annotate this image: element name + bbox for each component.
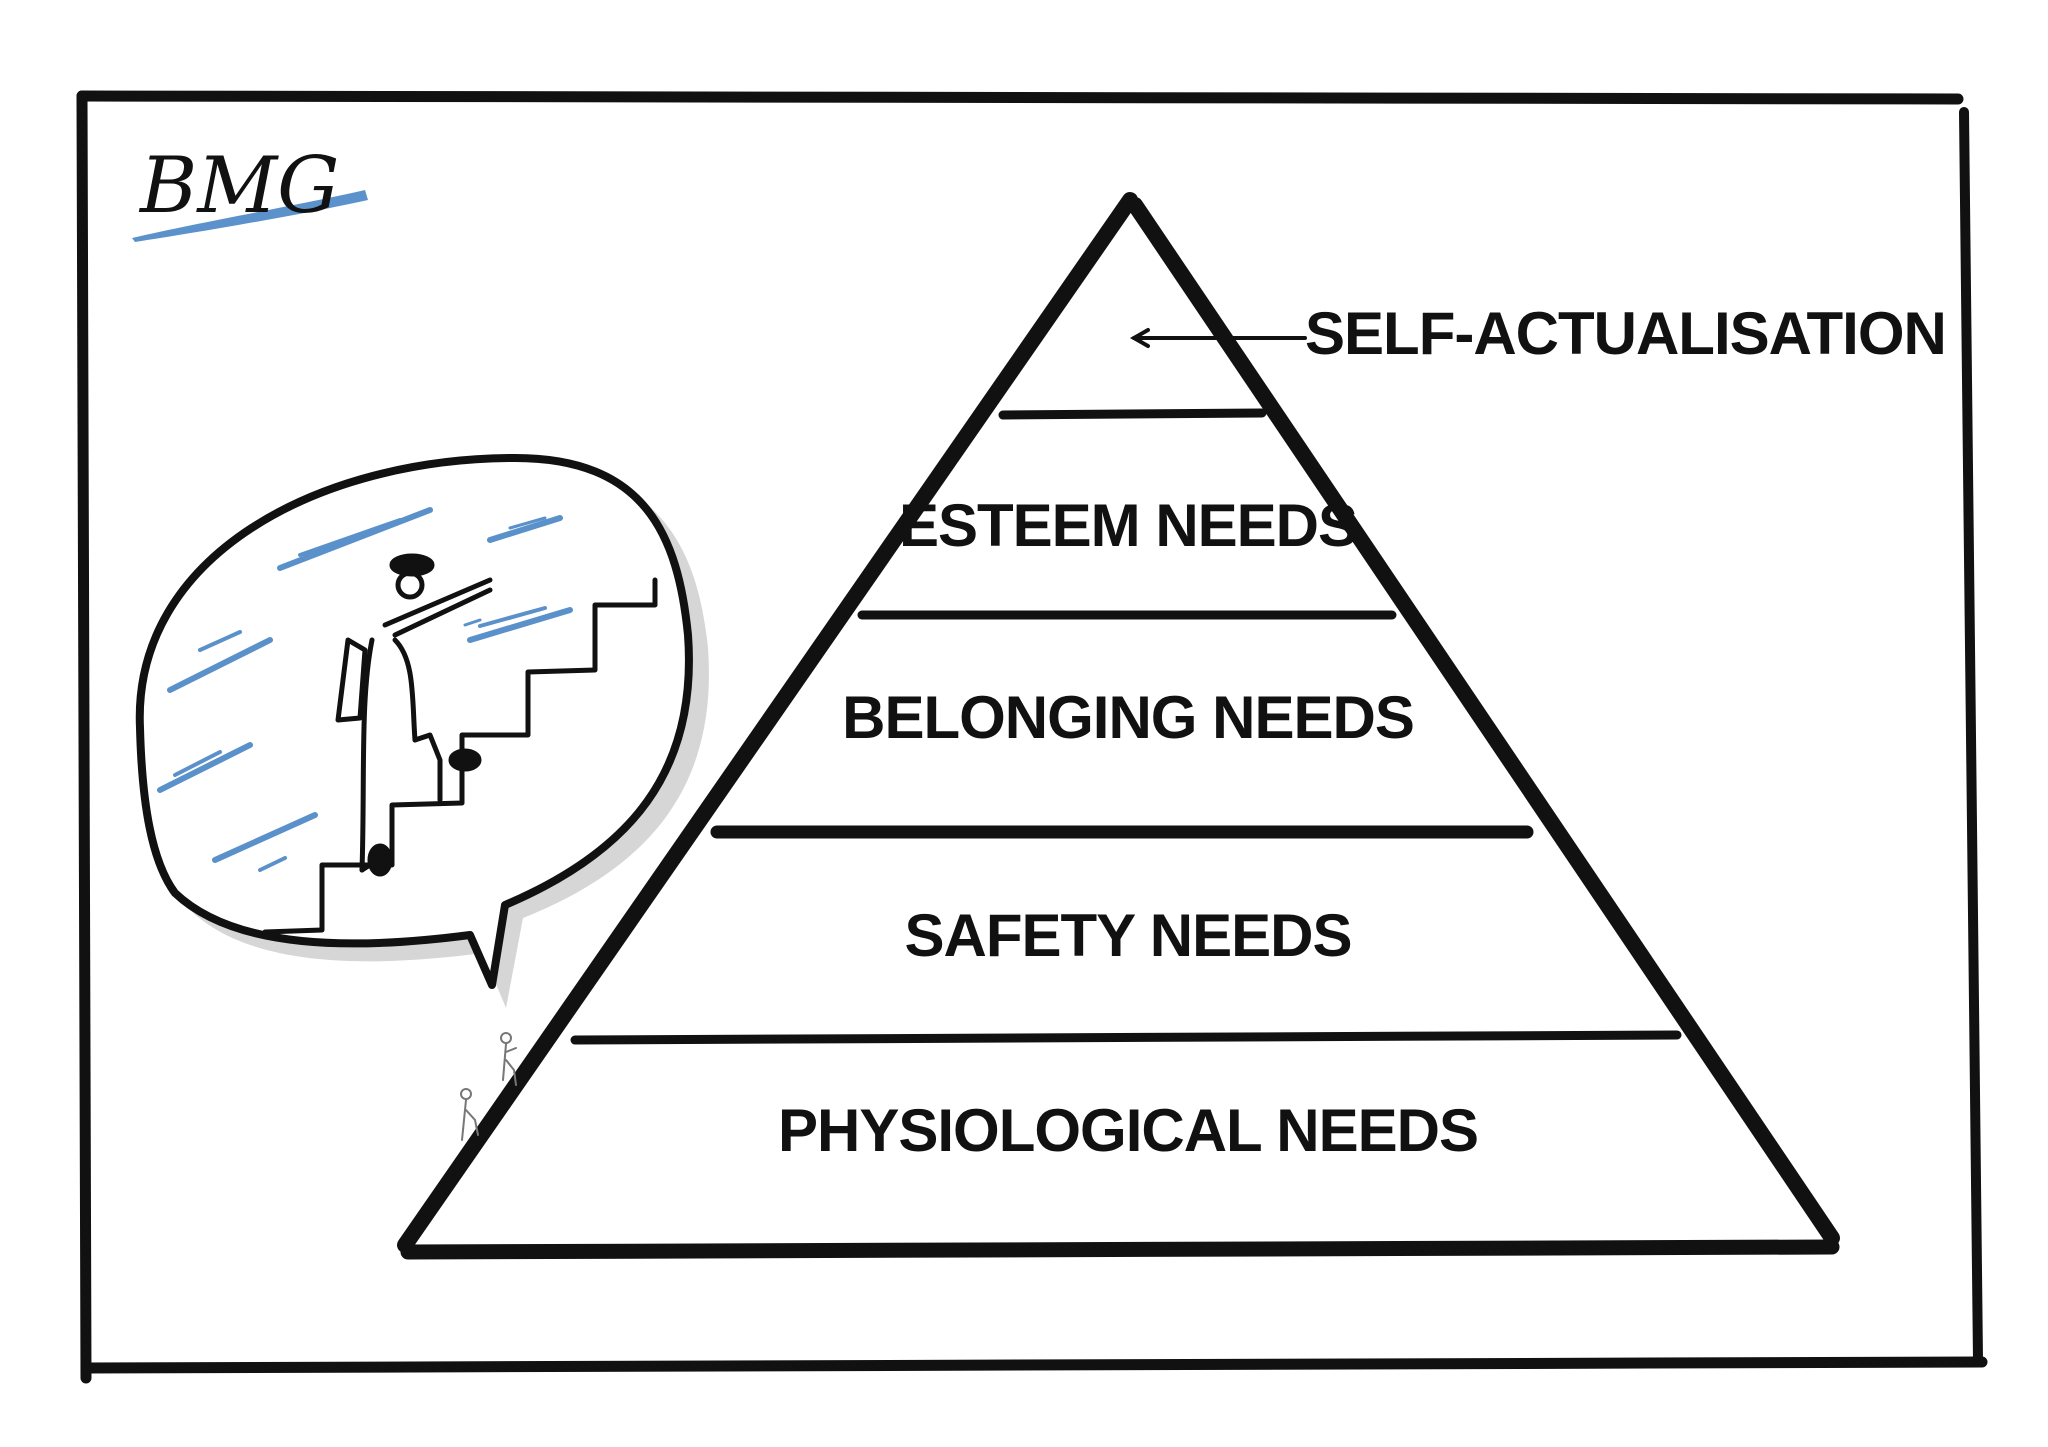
bmg-logo: BMG xyxy=(132,141,368,242)
staircase xyxy=(262,577,658,935)
logo-text: BMG xyxy=(138,141,340,231)
pyramid xyxy=(397,192,1840,1260)
level-label-esteem: ESTEEM NEEDS xyxy=(899,492,1357,559)
thought-bubble xyxy=(135,454,709,1008)
small-climber-icons xyxy=(460,1032,517,1141)
sky-hatching xyxy=(157,507,573,872)
logo-brush-stroke xyxy=(132,190,368,242)
level-label-safety: SAFETY NEEDS xyxy=(905,902,1352,969)
outer-frame xyxy=(76,90,1988,1384)
person-climbing-icon xyxy=(335,553,493,877)
level-label-physiological: PHYSIOLOGICAL NEEDS xyxy=(778,1097,1478,1164)
self-actualisation-arrow xyxy=(1129,328,1307,348)
level-label-self-actualisation: SELF-ACTUALISATION xyxy=(1305,300,1946,367)
level-label-belonging: BELONGING NEEDS xyxy=(842,684,1414,751)
divider-4 xyxy=(570,1030,1682,1045)
divider-1 xyxy=(998,408,1267,420)
